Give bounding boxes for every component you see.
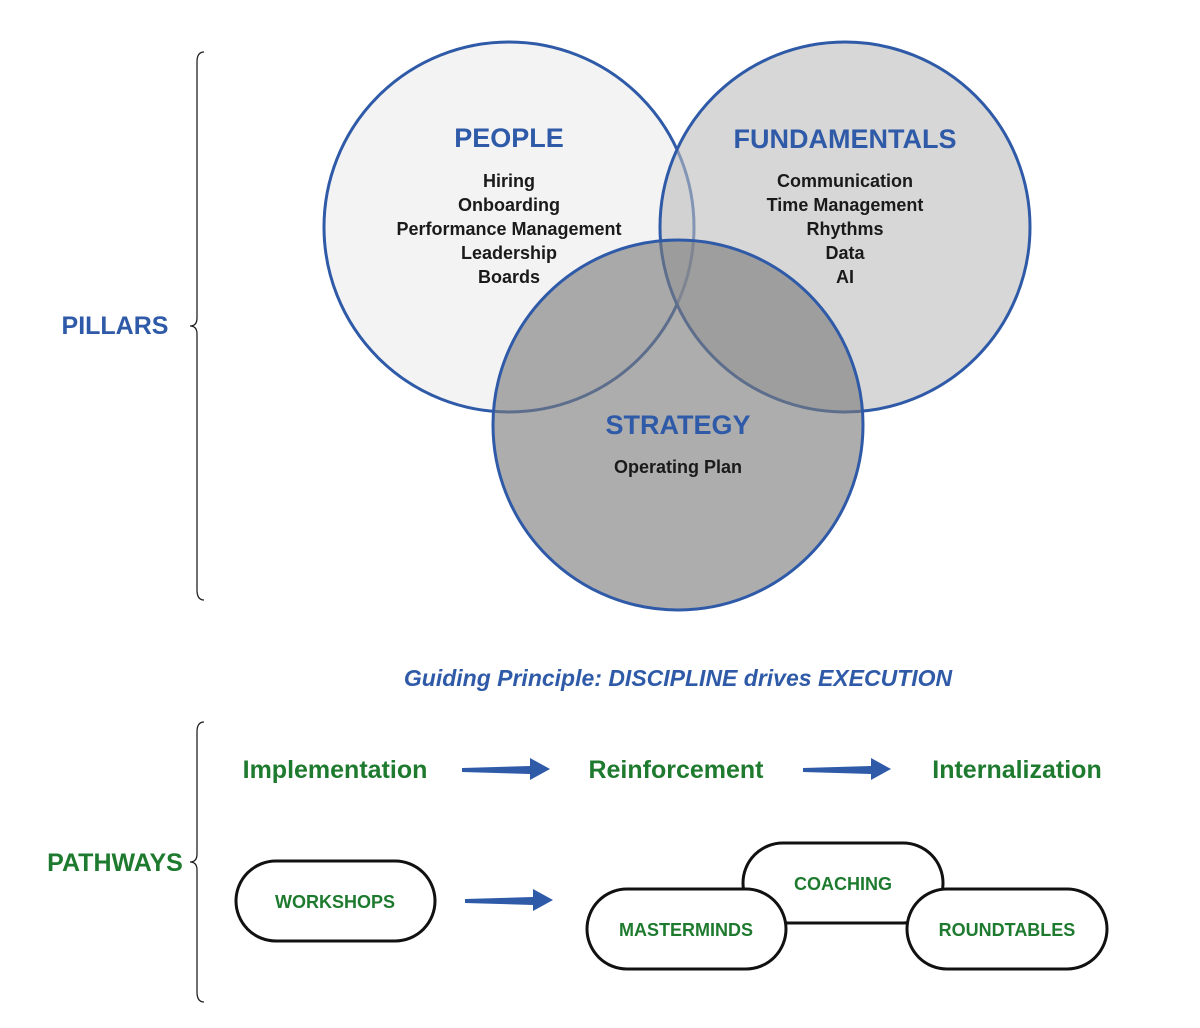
pill-label: ROUNDTABLES xyxy=(939,920,1076,940)
people-item: Boards xyxy=(478,267,540,287)
people-item: Onboarding xyxy=(458,195,560,215)
fundamentals-item: Time Management xyxy=(767,195,924,215)
pill-workshops: WORKSHOPS xyxy=(234,859,437,943)
fundamentals-title: FUNDAMENTALS xyxy=(734,124,957,154)
fundamentals-item: Rhythms xyxy=(806,219,883,239)
pill-masterminds: MASTERMINDS xyxy=(585,887,788,971)
pill-label: COACHING xyxy=(794,874,892,894)
people-item: Leadership xyxy=(461,243,557,263)
stage-implementation: Implementation xyxy=(243,756,428,784)
people-title: PEOPLE xyxy=(454,123,564,153)
pill-coaching: COACHING xyxy=(741,841,945,925)
stage-reinforcement: Reinforcement xyxy=(588,756,764,784)
arrow-right-icon xyxy=(462,758,550,780)
pill-label: MASTERMINDS xyxy=(619,920,753,940)
fundamentals-item: Data xyxy=(825,243,865,263)
people-item: Performance Management xyxy=(396,219,621,239)
pathways-brace xyxy=(189,721,205,1003)
pillars-brace xyxy=(189,51,205,601)
fundamentals-item: Communication xyxy=(777,171,913,191)
stage-internalization: Internalization xyxy=(932,756,1101,784)
pill-label: WORKSHOPS xyxy=(275,892,395,912)
arrow-right-icon xyxy=(803,758,891,780)
pathways-label: PATHWAYS xyxy=(47,849,183,877)
arrow-right-icon xyxy=(465,889,553,911)
guiding-principle: Guiding Principle: DISCIPLINE drives EXE… xyxy=(404,665,953,691)
venn-diagram xyxy=(322,40,1032,612)
pillars-label: PILLARS xyxy=(62,312,169,340)
pill-roundtables: ROUNDTABLES xyxy=(905,887,1109,971)
people-item: Hiring xyxy=(483,171,535,191)
strategy-item: Operating Plan xyxy=(614,457,742,477)
strategy-circle xyxy=(491,238,865,612)
fundamentals-item: AI xyxy=(836,267,854,287)
strategy-title: STRATEGY xyxy=(605,410,750,440)
